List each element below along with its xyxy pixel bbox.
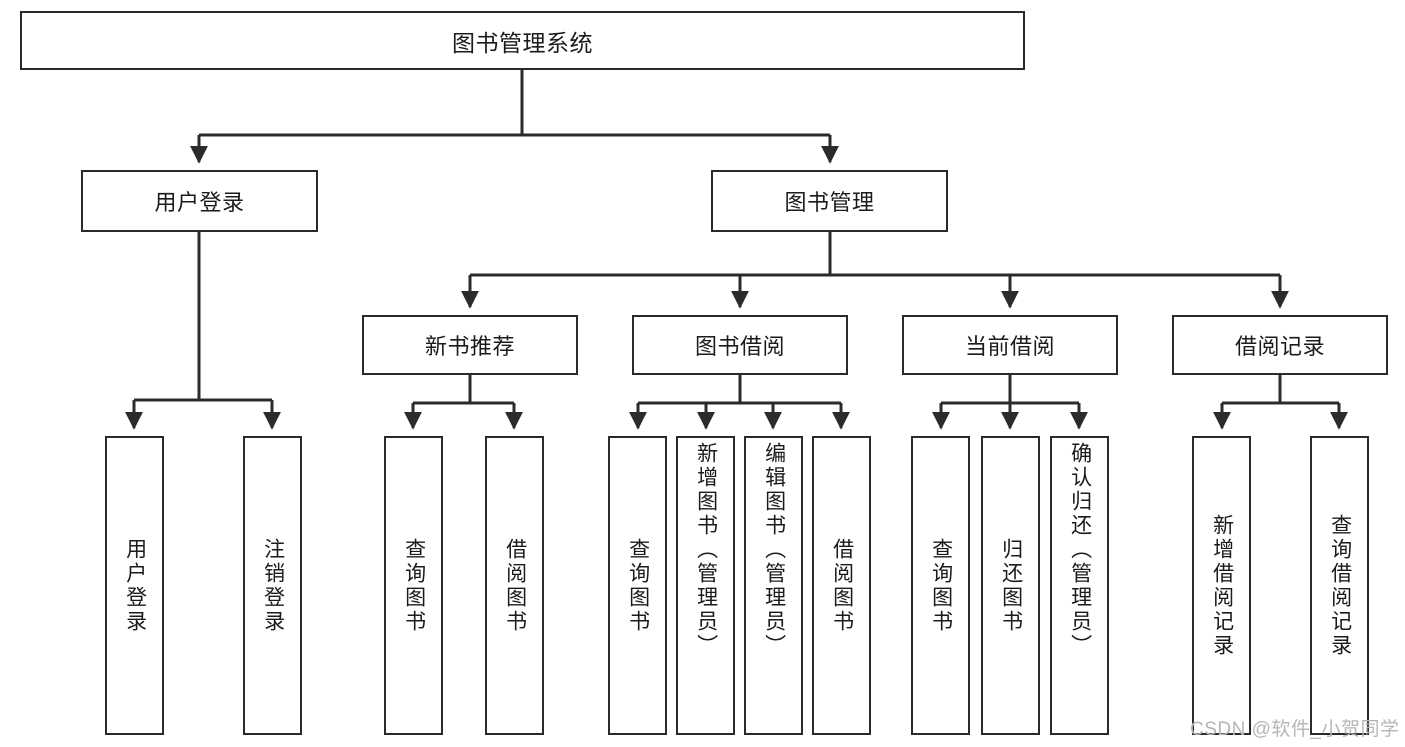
node-label: 图书借阅: [694, 334, 785, 359]
leaf-add-borrow-record[interactable]: 新增借阅记录: [1192, 436, 1251, 735]
node-label: 当前借阅: [964, 334, 1055, 359]
node-label: 新书推荐: [424, 334, 515, 359]
leaf-label: 查询图书: [626, 537, 650, 634]
leaf-label: 编辑图书（管理员）: [762, 442, 786, 658]
leaf-query-book-current[interactable]: 查询图书: [911, 436, 970, 735]
leaf-label: 新增借阅记录: [1210, 513, 1234, 658]
leaf-edit-book-admin[interactable]: 编辑图书（管理员）: [744, 436, 803, 735]
leaf-user-login[interactable]: 用户登录: [105, 436, 164, 735]
leaf-borrow-book-borrowing[interactable]: 借阅图书: [812, 436, 871, 735]
node-borrowing-record[interactable]: 借阅记录: [1172, 315, 1388, 375]
csdn-watermark: CSDN @软件_小贺同学: [1190, 719, 1400, 740]
leaf-label: 借阅图书: [830, 537, 854, 634]
node-new-book-recommendation[interactable]: 新书推荐: [362, 315, 578, 375]
node-label: 图书管理: [784, 190, 875, 215]
leaf-label: 查询借阅记录: [1328, 513, 1352, 658]
leaf-label: 查询图书: [929, 537, 953, 634]
leaf-label: 确认归还（管理员）: [1068, 442, 1092, 658]
node-book-management[interactable]: 图书管理: [711, 170, 948, 232]
leaf-label: 查询图书: [402, 537, 426, 634]
node-label: 借阅记录: [1234, 334, 1325, 359]
node-root-book-management-system[interactable]: 图书管理系统: [20, 11, 1025, 70]
node-book-borrowing[interactable]: 图书借阅: [632, 315, 848, 375]
leaf-label: 用户登录: [123, 537, 147, 634]
node-user-login[interactable]: 用户登录: [81, 170, 318, 232]
leaf-label: 新增图书（管理员）: [694, 442, 718, 658]
leaf-query-borrow-record[interactable]: 查询借阅记录: [1310, 436, 1369, 735]
leaf-label: 注销登录: [261, 537, 285, 634]
leaf-borrow-book-recommendation[interactable]: 借阅图书: [485, 436, 544, 735]
node-label: 用户登录: [154, 190, 245, 215]
leaf-add-book-admin[interactable]: 新增图书（管理员）: [676, 436, 735, 735]
leaf-user-logout[interactable]: 注销登录: [243, 436, 302, 735]
node-current-borrowing[interactable]: 当前借阅: [902, 315, 1118, 375]
node-label: 图书管理系统: [452, 29, 593, 56]
leaf-label: 归还图书: [999, 537, 1023, 634]
leaf-label: 借阅图书: [503, 537, 527, 634]
leaf-query-book-recommendation[interactable]: 查询图书: [384, 436, 443, 735]
leaf-return-book[interactable]: 归还图书: [981, 436, 1040, 735]
leaf-query-book-borrowing[interactable]: 查询图书: [608, 436, 667, 735]
leaf-confirm-return-admin[interactable]: 确认归还（管理员）: [1050, 436, 1109, 735]
